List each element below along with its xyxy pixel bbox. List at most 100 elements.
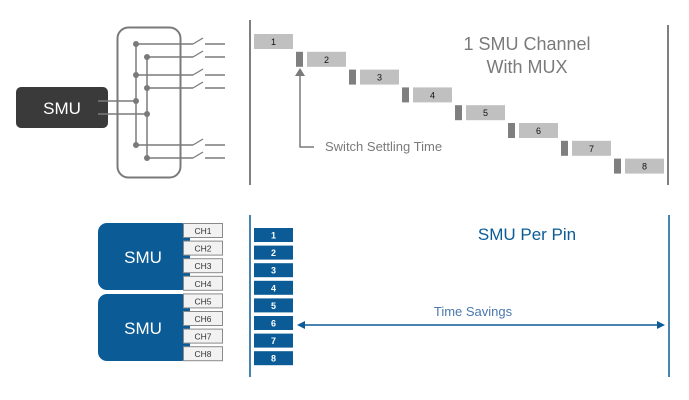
- measurement-bar: [254, 280, 293, 295]
- channel-label: CH8: [194, 349, 211, 359]
- mux-wires: [98, 44, 148, 158]
- arrow-left-icon: [297, 321, 305, 329]
- measurement-label: 5: [483, 108, 488, 118]
- channel-label: CH3: [194, 261, 211, 271]
- measurement-label: 2: [271, 248, 276, 258]
- settling-time-label: Switch Settling Time: [325, 139, 442, 154]
- mux-timeline: 1 2 3 4 5 6 7 8: [254, 34, 664, 174]
- mux-channel-line: [136, 68, 225, 76]
- smu-block: SMU: [98, 294, 190, 361]
- smu-block: SMU: [98, 223, 190, 290]
- parallel-measurement: 4: [254, 280, 293, 295]
- channel-box: CH2: [183, 240, 223, 256]
- arrow-right-icon: [657, 321, 665, 329]
- junction-dot: [144, 155, 150, 161]
- mux-measurement: 2: [296, 51, 346, 67]
- channel-box: CH4: [183, 275, 223, 291]
- parallel-measurement: 6: [254, 316, 293, 330]
- mux-measurement: 8: [614, 158, 664, 174]
- junction-dot: [133, 98, 139, 104]
- smu-dark-box: [16, 87, 108, 128]
- switch-icon: [192, 151, 204, 159]
- measurement-bar: [254, 263, 293, 278]
- top-title-line1: 1 SMU Channel: [463, 34, 590, 54]
- mux-switch-lines: [133, 37, 225, 161]
- measurement-bar: [254, 298, 293, 313]
- measurement-label: 7: [271, 336, 276, 346]
- settling-arrow: [295, 68, 314, 148]
- channel-box: CH7: [183, 328, 223, 344]
- time-savings-label: Time Savings: [434, 304, 513, 319]
- mux-measurement: 4: [402, 87, 452, 103]
- smu-blue-label: SMU: [124, 319, 162, 338]
- parallel-measurement: 5: [254, 298, 293, 313]
- switch-icon: [192, 68, 204, 76]
- measurement-bar: [360, 69, 399, 85]
- parallel-timeline: 1 2 3 4 5 6 7 8: [254, 228, 293, 366]
- measurement-bar: [254, 245, 293, 260]
- measurement-bar: [254, 34, 293, 49]
- settling-bar: [508, 123, 515, 138]
- channel-label: CH6: [194, 314, 211, 324]
- parallel-measurement: 3: [254, 263, 293, 278]
- measurement-label: 6: [271, 319, 276, 329]
- measurement-label: 3: [377, 73, 382, 83]
- measurement-bar: [466, 105, 505, 121]
- smu-blue-label: SMU: [124, 248, 162, 267]
- arrow-up-icon: [295, 68, 305, 76]
- channel-box: CH5: [183, 293, 223, 309]
- measurement-label: 3: [271, 266, 276, 276]
- measurement-bar: [572, 140, 611, 156]
- measurement-label: 1: [271, 37, 276, 47]
- settling-bar: [614, 158, 621, 174]
- measurement-bar: [254, 316, 293, 330]
- measurement-label: 1: [271, 231, 276, 241]
- channel-label: CH7: [194, 332, 211, 342]
- smu-dark-label: SMU: [43, 99, 81, 118]
- settling-bar: [349, 69, 356, 85]
- measurement-bar: [307, 51, 346, 67]
- smu-blue-box: [98, 223, 190, 290]
- measurement-bar: [254, 228, 293, 242]
- settling-bar: [561, 140, 568, 156]
- mux-channel-line: [136, 138, 225, 146]
- top-title-line2: With MUX: [487, 57, 568, 77]
- mux-channel-line: [147, 81, 225, 89]
- junction-dot: [144, 111, 150, 117]
- mux-measurement: 7: [561, 140, 611, 156]
- channel-box: CH6: [183, 311, 223, 326]
- junction-dot: [144, 85, 150, 91]
- measurement-label: 4: [271, 283, 276, 293]
- switch-icon: [192, 81, 204, 89]
- mux-channel-line: [136, 37, 225, 45]
- switch-icon: [192, 50, 204, 58]
- channel-box: CH1: [183, 223, 223, 238]
- parallel-measurement: 1: [254, 228, 293, 242]
- mux-box: [116, 26, 182, 179]
- settling-bar: [296, 51, 303, 67]
- channel-label: CH5: [194, 296, 211, 306]
- switch-icon: [192, 37, 204, 45]
- switch-icon: [192, 138, 204, 146]
- smu-blue-box: [98, 294, 190, 361]
- channel-box: CH8: [183, 346, 223, 362]
- measurement-label: 7: [589, 144, 594, 154]
- measurement-bar: [254, 351, 293, 366]
- mux-measurement: 1: [254, 34, 293, 49]
- measurement-bar: [625, 158, 664, 174]
- measurement-label: 8: [271, 354, 276, 364]
- channel-label: CH2: [194, 244, 211, 254]
- measurement-bar: [519, 123, 558, 138]
- measurement-bar: [413, 87, 452, 103]
- mux-schematic: SMU: [16, 26, 225, 179]
- measurement-label: 6: [536, 126, 541, 136]
- measurement-bar: [254, 333, 293, 348]
- junction-dot: [133, 142, 139, 148]
- channel-label: CH4: [194, 279, 211, 289]
- mux-channel-line: [147, 50, 225, 58]
- mux-measurement: 6: [508, 123, 558, 138]
- parallel-measurement: 7: [254, 333, 293, 348]
- junction-dot: [133, 41, 139, 47]
